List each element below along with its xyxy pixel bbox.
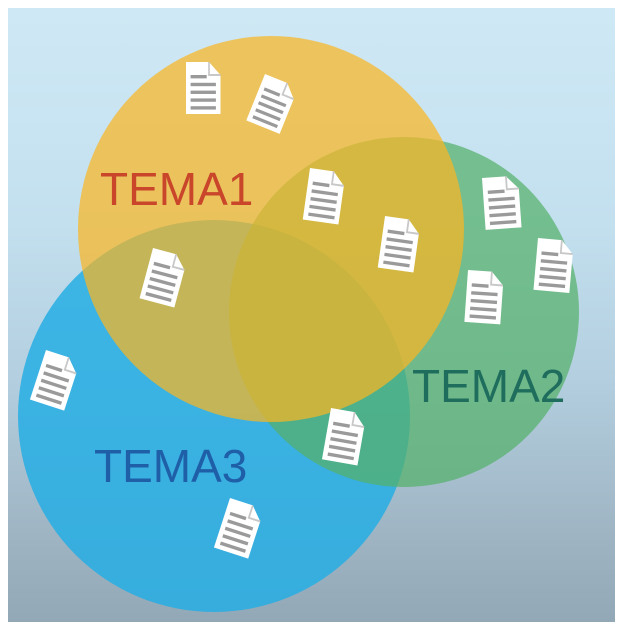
tema1-label: TEMA1 (100, 163, 253, 215)
tema3-label: TEMA3 (94, 440, 247, 492)
tema1-circle (78, 36, 464, 422)
document-icon (532, 237, 575, 294)
document-icon (185, 61, 222, 115)
tema2-label: TEMA2 (412, 360, 565, 412)
venn-diagram: TEMA1 TEMA2 TEMA3 (18, 36, 579, 612)
diagram-panel: TEMA1 TEMA2 TEMA3 (8, 8, 615, 622)
